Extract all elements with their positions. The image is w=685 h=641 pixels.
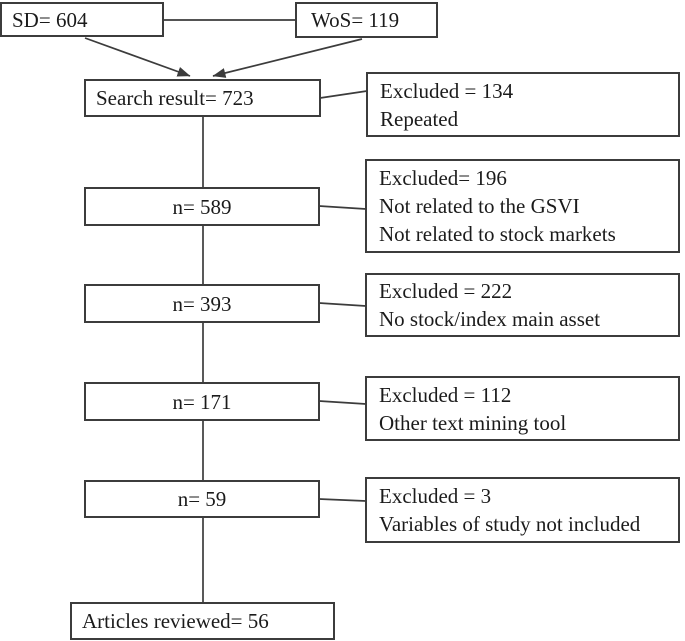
exclusion-box-variables-not-included: Excluded = 3 Variables of study not incl… xyxy=(365,477,680,543)
node-n171-label: n= 171 xyxy=(172,389,232,414)
exclusion-box-other-text-mining: Excluded = 112 Other text mining tool xyxy=(365,376,680,441)
node-search-result: Search result= 723 xyxy=(84,79,321,117)
node-sd-label: SD= 604 xyxy=(12,7,88,32)
node-n393-label: n= 393 xyxy=(172,291,232,316)
node-search-result-label: Search result= 723 xyxy=(96,86,254,110)
exclusion-box-repeated: Excluded = 134 Repeated xyxy=(366,72,680,137)
node-wos-label: WoS= 119 xyxy=(311,8,400,32)
node-n59: n= 59 xyxy=(84,480,320,518)
arrow-wos-to-search xyxy=(212,38,363,78)
node-n589: n= 589 xyxy=(84,187,320,226)
connector-search-to-excluded-134 xyxy=(319,90,368,99)
connector-n59-to-excluded-3 xyxy=(318,498,367,502)
exclusion-line: Excluded = 3 xyxy=(379,484,492,508)
node-n393: n= 393 xyxy=(84,284,320,323)
exclusion-line: Not related to the GSVI xyxy=(379,194,580,218)
arrow-sd-to-search xyxy=(84,37,191,77)
exclusion-line: Repeated xyxy=(380,106,459,131)
exclusion-line: No stock/index main asset xyxy=(379,307,601,331)
connector-n171-to-excluded-112 xyxy=(318,400,367,405)
node-sd-source: SD= 604 xyxy=(0,2,164,37)
node-wos-source: WoS= 119 xyxy=(295,2,438,38)
connector-n589-to-excluded-196 xyxy=(318,205,367,210)
node-n171: n= 171 xyxy=(84,382,320,421)
exclusion-line: Excluded = 222 xyxy=(379,279,513,303)
exclusion-line: Excluded = 134 xyxy=(380,78,514,103)
exclusion-line: Not related to stock markets xyxy=(379,222,616,246)
exclusion-box-no-stock-index: Excluded = 222 No stock/index main asset xyxy=(365,273,680,337)
exclusion-line: Excluded = 112 xyxy=(379,382,512,407)
exclusion-line: Excluded= 196 xyxy=(379,166,507,190)
node-articles-reviewed-label: Articles reviewed= 56 xyxy=(82,609,269,633)
node-n59-label: n= 59 xyxy=(177,487,227,511)
connector-n393-to-excluded-222 xyxy=(318,302,367,307)
exclusion-box-not-related: Excluded= 196 Not related to the GSVI No… xyxy=(365,159,680,253)
exclusion-line: Variables of study not included xyxy=(379,512,641,536)
node-articles-reviewed: Articles reviewed= 56 xyxy=(70,602,335,640)
exclusion-line: Other text mining tool xyxy=(379,410,567,435)
node-n589-label: n= 589 xyxy=(172,194,232,219)
